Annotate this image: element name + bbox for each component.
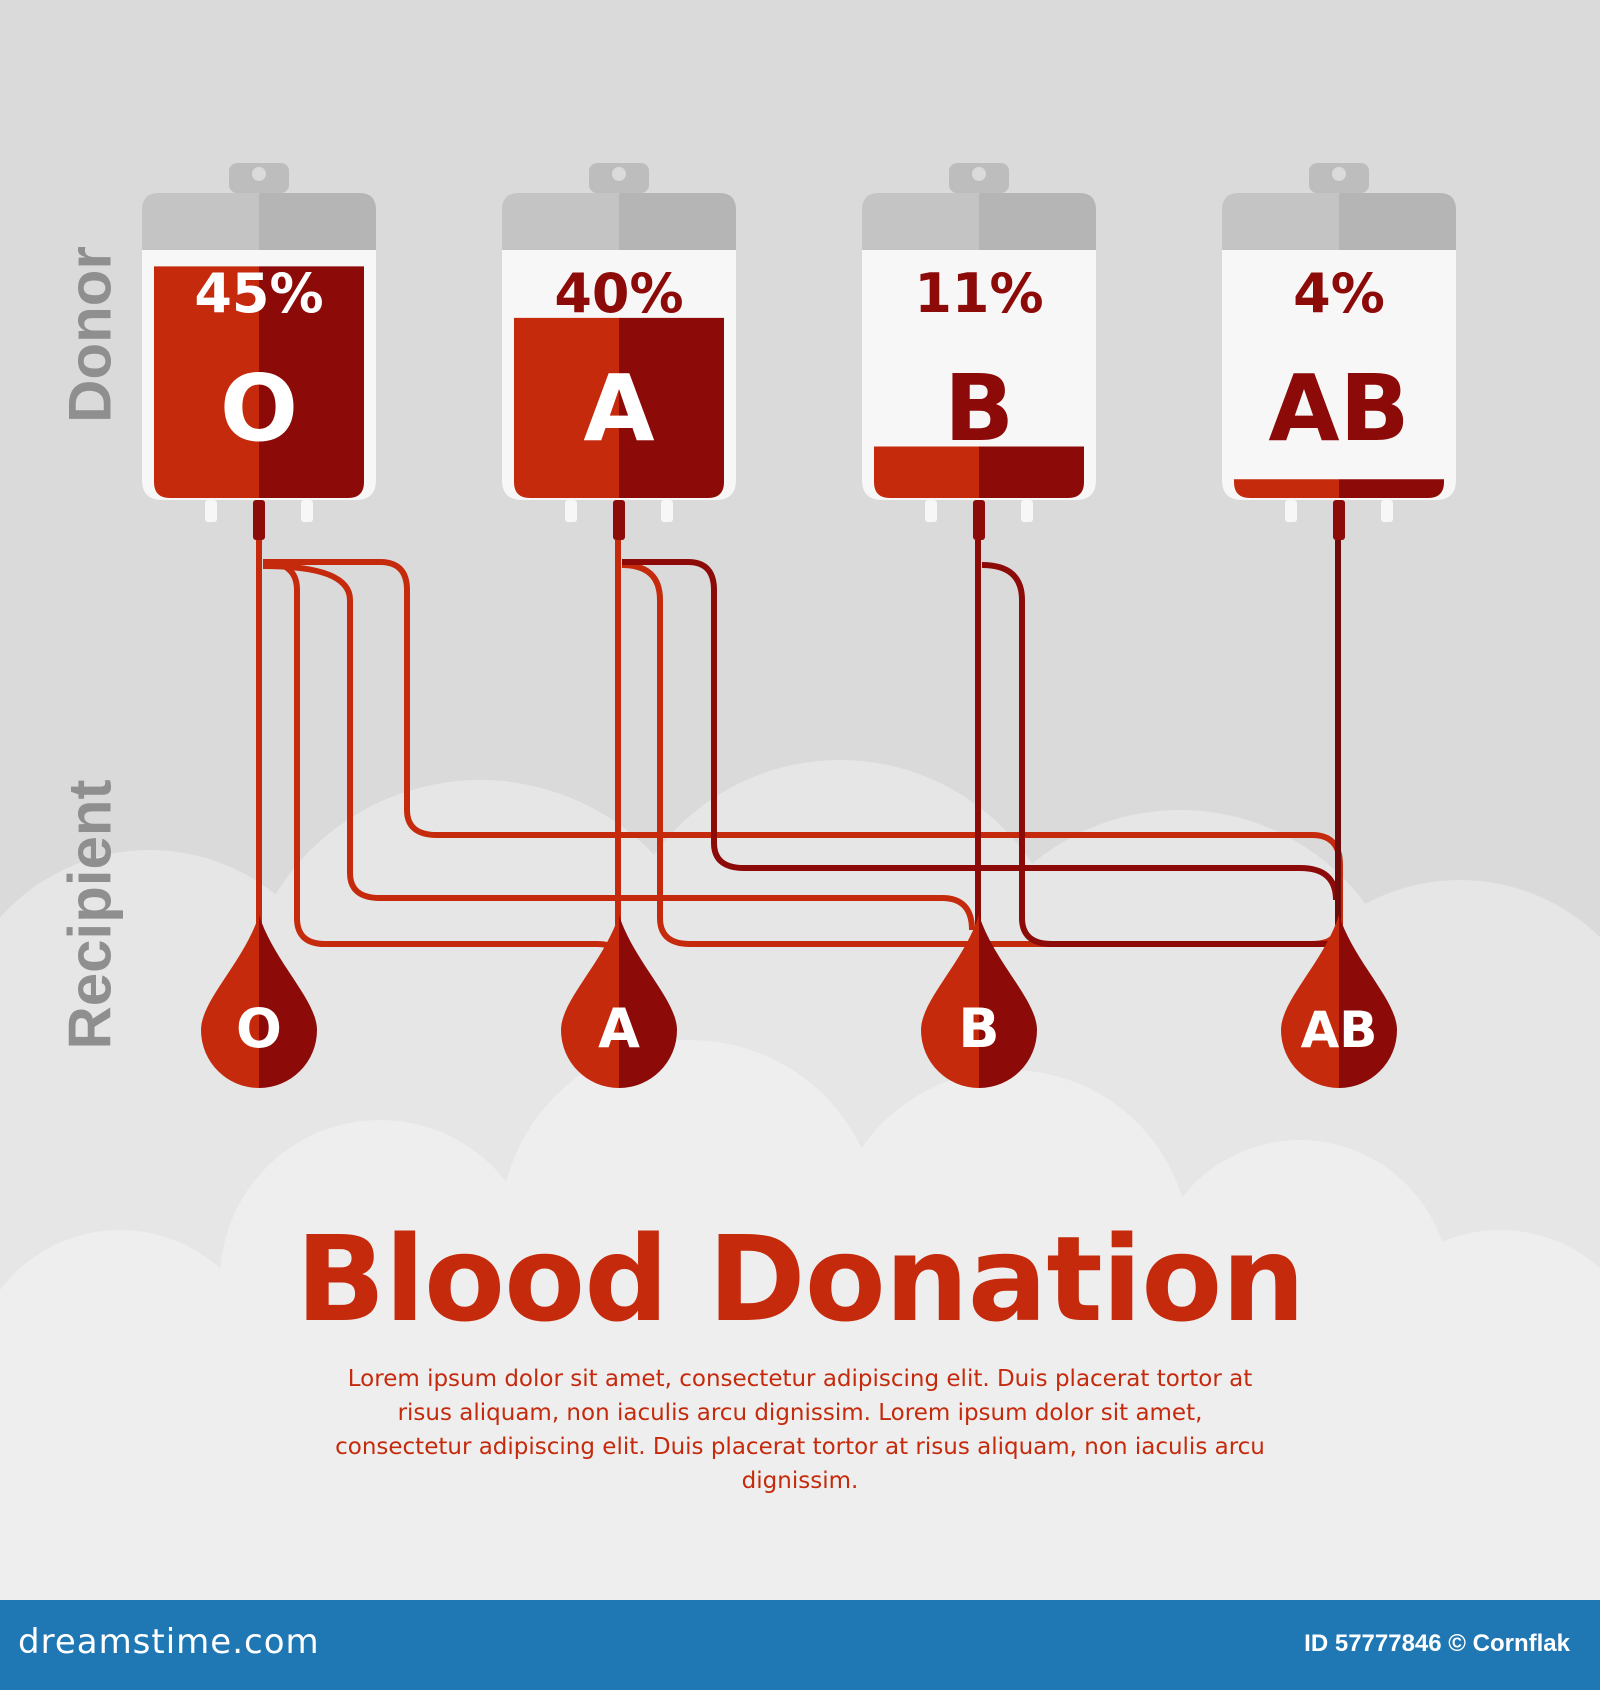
donor-bag-ab: 4% AB: [1222, 163, 1456, 540]
bag-port: [1021, 500, 1033, 522]
bag-hanger-hole: [1332, 167, 1346, 181]
page-title: Blood Donation: [295, 1210, 1306, 1348]
donor-bag-b: 11% B: [862, 163, 1096, 540]
donor-type-ab: AB: [1268, 355, 1409, 462]
donor-type-b: B: [944, 355, 1014, 462]
recipient-drop-a: A: [561, 915, 677, 1088]
bag-hanger-hole: [972, 167, 986, 181]
description-text: Lorem ipsum dolor sit amet, consectetur …: [335, 1366, 1265, 1494]
tube-b-to-ab: [981, 562, 1330, 947]
recipient-drop-o: O: [201, 915, 317, 1088]
drop-body: [1281, 915, 1339, 1088]
bag-blood-level-shade: [979, 446, 1084, 498]
bag-blood-level-shade: [259, 266, 364, 498]
recipient-drop-ab: AB: [1281, 915, 1397, 1088]
bag-blood-level: [874, 446, 979, 498]
recipient-axis-label: Recipient: [56, 779, 124, 1050]
tube-o-to-ab: [263, 559, 1343, 925]
drop-body: [921, 915, 979, 1088]
bag-port: [613, 500, 625, 540]
bag-blood-level-shade: [619, 317, 724, 498]
drop-body-shade: [1339, 915, 1397, 1088]
bag-cap-shade: [1339, 193, 1456, 250]
drop-body: [561, 915, 619, 1088]
drop-body-shade: [619, 915, 677, 1088]
bag-blood-level-shade: [1339, 479, 1444, 498]
recipient-type-a: A: [598, 997, 640, 1060]
donor-percent-b: 11%: [914, 262, 1043, 325]
donor-axis-label: Donor: [56, 246, 124, 423]
bag-port: [1285, 500, 1297, 522]
donor-type-a: A: [583, 355, 654, 462]
bag-blood-level: [154, 266, 259, 498]
donor-percent-a: 40%: [554, 262, 683, 325]
donor-type-o: O: [220, 355, 298, 462]
donor-percent-ab: 4%: [1293, 262, 1385, 325]
bag-port: [973, 500, 985, 540]
donor-bags: 45% O 40% A 11% B 4% AB: [142, 163, 1456, 540]
bag-port: [301, 500, 313, 522]
bag-hanger-hole: [252, 167, 266, 181]
recipient-type-o: O: [236, 997, 282, 1060]
cloud-foreground: [0, 1040, 1600, 1600]
bag-body: [862, 250, 1096, 500]
bag-cap-shade: [259, 193, 376, 250]
bag-hanger-hole: [612, 167, 626, 181]
brand-logo[interactable]: dreamstime.com: [18, 1622, 320, 1662]
footer-bar: dreamstime.com ID 57777846 © Cornflak: [0, 1600, 1600, 1690]
bag-blood-level: [514, 317, 619, 498]
bag-port: [565, 500, 577, 522]
bag-port: [253, 500, 265, 540]
donor-percent-o: 45%: [194, 262, 323, 325]
donor-bag-a: 40% A: [502, 163, 736, 540]
image-credit: ID 57777846 © Cornflak: [1304, 1630, 1570, 1657]
bag-port: [925, 500, 937, 522]
donor-bag-o: 45% O: [142, 163, 376, 540]
tube-o-to-b: [262, 563, 975, 931]
bag-port: [1381, 500, 1393, 522]
bag-cap-shade: [979, 193, 1096, 250]
recipient-type-b: B: [958, 997, 999, 1060]
recipient-drop-b: B: [921, 915, 1037, 1088]
recipient-type-ab: AB: [1301, 1001, 1378, 1059]
bag-cap-shade: [619, 193, 736, 250]
bag-port: [205, 500, 217, 522]
drop-body-shade: [259, 915, 317, 1088]
drop-body-shade: [979, 915, 1037, 1088]
tube-a-to-ab-2: [622, 559, 1339, 901]
bag-blood-level: [1234, 479, 1339, 498]
bag-port: [661, 500, 673, 522]
bag-port: [1333, 500, 1345, 540]
bag-body: [1222, 250, 1456, 500]
drop-body: [201, 915, 259, 1088]
